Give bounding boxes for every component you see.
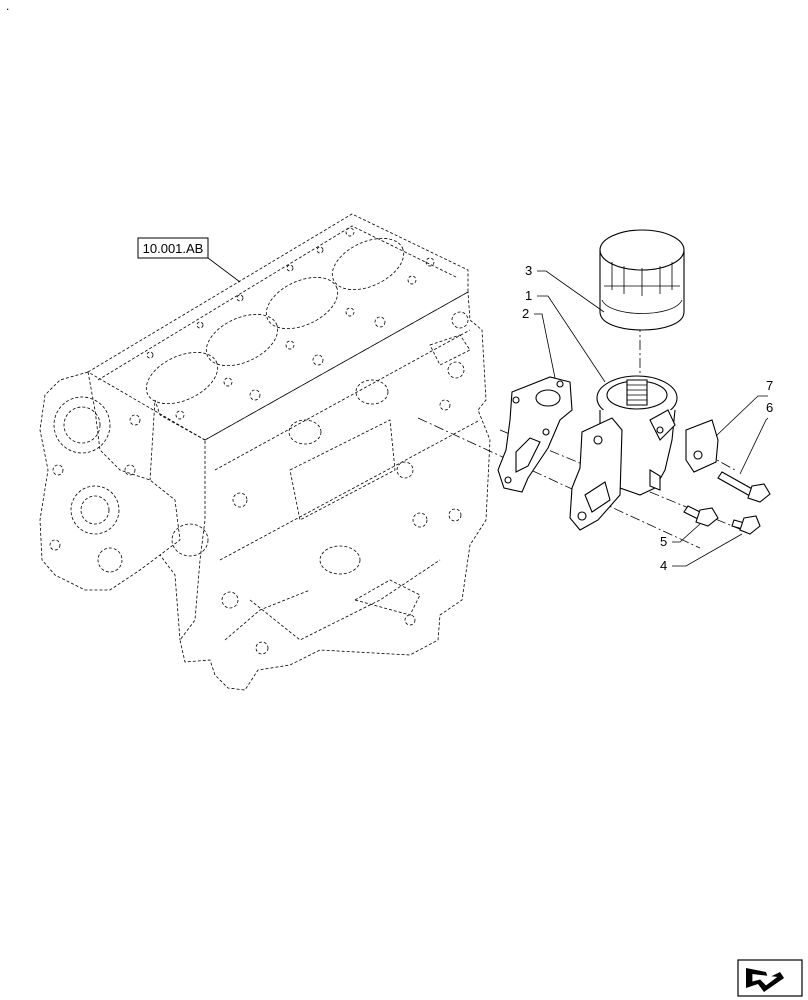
gasket xyxy=(497,376,573,493)
callout-number: 6 xyxy=(766,400,773,415)
callout-number: 7 xyxy=(766,378,773,393)
callout-5: 5 xyxy=(660,523,701,549)
reference-label: 10.001.AB xyxy=(143,241,204,256)
oil-filter xyxy=(599,229,685,331)
callout-number: 5 xyxy=(660,534,667,549)
callout-4: 4 xyxy=(660,533,743,573)
corner-mark: . xyxy=(6,0,9,13)
screw-long xyxy=(717,471,771,503)
callout-6: 6 xyxy=(739,400,773,475)
callout-1: 1 xyxy=(525,288,606,383)
callout-number: 4 xyxy=(660,558,667,573)
screw-short-lower xyxy=(731,515,761,535)
callout-7: 7 xyxy=(715,378,773,437)
screw-short-upper xyxy=(683,505,719,527)
callout-2: 2 xyxy=(522,306,556,379)
reference-link-10-001-ab[interactable]: 10.001.AB xyxy=(137,237,241,283)
engine-block xyxy=(39,213,491,691)
callout-3: 3 xyxy=(525,263,605,313)
callout-number: 1 xyxy=(525,288,532,303)
navigation-arrow-icon[interactable] xyxy=(737,959,803,997)
oil-filter-support xyxy=(569,375,678,531)
callout-number: 2 xyxy=(522,306,529,321)
callout-number: 3 xyxy=(525,263,532,278)
bracket xyxy=(685,419,719,473)
